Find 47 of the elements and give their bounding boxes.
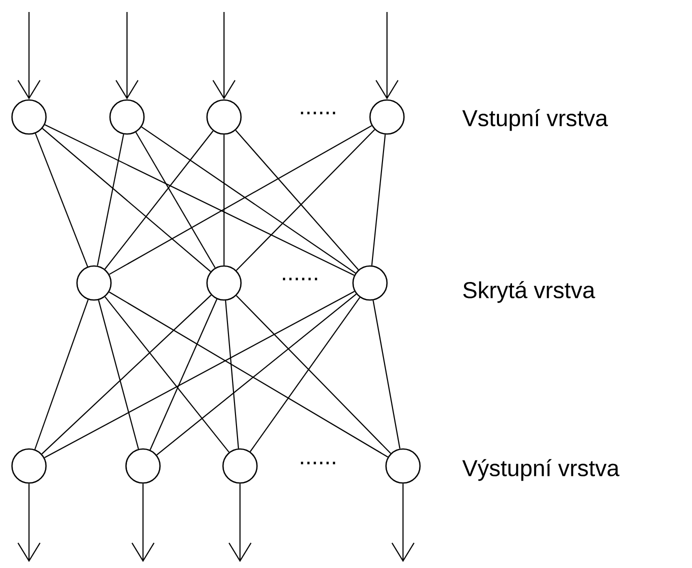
- connection-line: [109, 125, 372, 275]
- ellipsis: ......: [300, 462, 336, 464]
- layer-label: Výstupní vrstva: [462, 459, 620, 481]
- connection-line: [44, 124, 354, 276]
- connection-line: [223, 134, 225, 266]
- connection-line: [150, 298, 218, 450]
- connection-line: [34, 133, 88, 267]
- input-arrow: [18, 12, 40, 100]
- neuron-circle: [222, 448, 258, 484]
- connection-line: [225, 300, 240, 448]
- connection-line: [104, 296, 230, 453]
- ellipsis: ......: [282, 278, 318, 280]
- connection-line: [236, 295, 392, 454]
- connection-line: [156, 294, 357, 456]
- neuron-circle: [11, 448, 47, 484]
- output-arrow: [18, 484, 40, 562]
- connection-line: [34, 299, 89, 450]
- input-arrow: [212, 12, 236, 100]
- connection-line: [135, 132, 216, 268]
- neuron-circle: [11, 99, 47, 135]
- layer-label: Vstupní vrstva: [462, 109, 608, 131]
- connection-line: [372, 300, 400, 449]
- layer-label: Skrytá vrstva: [463, 281, 596, 303]
- input-arrow: [116, 12, 138, 100]
- connection-line: [250, 297, 360, 452]
- connection-line: [42, 294, 212, 454]
- neuron-circle: [125, 448, 161, 484]
- output-arrow: [228, 484, 252, 562]
- output-arrow: [132, 484, 154, 562]
- connection-line: [96, 134, 124, 266]
- neuron-circle: [206, 265, 242, 301]
- input-arrow: [376, 12, 398, 100]
- connection-line: [98, 300, 139, 450]
- neuron-circle: [369, 99, 405, 135]
- connection-line: [141, 126, 356, 274]
- neuron-circle: [352, 265, 388, 301]
- output-arrow: [392, 484, 414, 562]
- ellipsis: ......: [300, 112, 336, 114]
- connection-line: [44, 290, 355, 458]
- neuron-circle: [206, 99, 242, 135]
- connection-line: [371, 134, 386, 266]
- connection-line: [42, 128, 211, 272]
- connection-line: [104, 130, 214, 270]
- neuron-circle: [109, 99, 145, 135]
- neuron-circle: [76, 265, 112, 301]
- neuron-circle: [385, 448, 421, 484]
- connection-line: [108, 292, 388, 458]
